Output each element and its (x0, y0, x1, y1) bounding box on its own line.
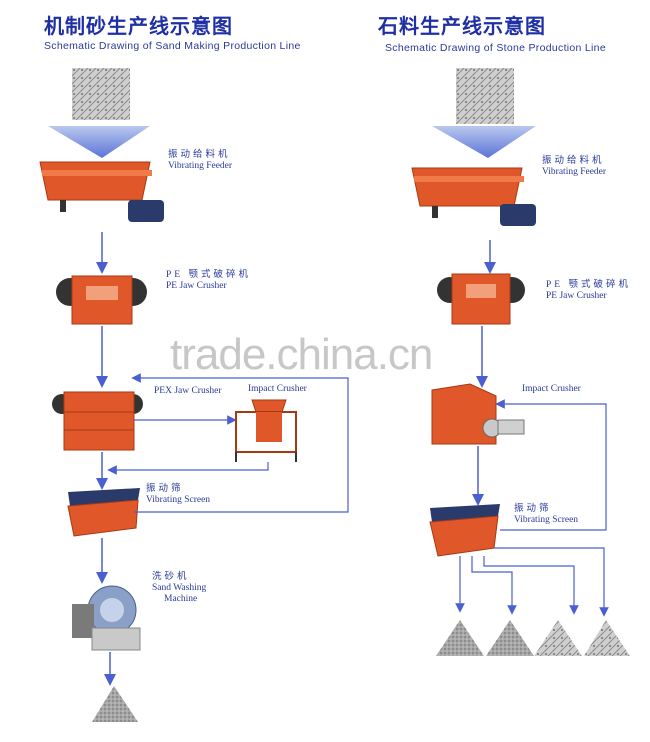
right-pe-label-en: PE Jaw Crusher (546, 291, 607, 301)
right-pe-label: PE 颚式破碎机 PE Jaw Crusher (546, 280, 631, 302)
right-arrow-recycle (495, 399, 607, 531)
watermark: trade.china.cn (170, 330, 433, 379)
right-feeder-icon (411, 167, 536, 226)
left-pe-label-cn: PE 颚式破碎机 (166, 270, 251, 280)
right-impact-label: Impact Crusher (522, 384, 581, 394)
left-impact-label: Impact Crusher (248, 384, 307, 394)
left-subtitle: Schematic Drawing of Sand Making Product… (44, 40, 301, 52)
left-pe-label-en: PE Jaw Crusher (166, 281, 227, 291)
left-pex-jaw-crusher-icon (52, 391, 143, 451)
left-screen-label-cn: 振动筛 (146, 484, 184, 494)
right-feeder-label: 振动给料机 Vibrating Feeder (542, 156, 606, 178)
right-pe-label-cn: PE 颚式破碎机 (546, 280, 631, 290)
left-rock-input (48, 68, 150, 158)
left-feeder-label-cn: 振动给料机 (168, 150, 231, 160)
left-arrow-return (107, 462, 269, 475)
right-feeder-label-cn: 振动给料机 (542, 156, 605, 166)
right-rock-input (432, 68, 536, 158)
left-screen-label-en: Vibrating Screen (146, 495, 211, 505)
right-pile-1-icon (436, 620, 484, 656)
left-washer-label: 洗砂机 Sand Washing Machine (152, 572, 206, 605)
right-vibrating-screen-icon (429, 504, 500, 557)
left-washer-label-cn: 洗砂机 (152, 572, 190, 582)
left-feeder-label: 振动给料机 Vibrating Feeder (168, 150, 232, 172)
right-pile-3-icon (534, 620, 582, 656)
left-washer-label-en2: Machine (164, 594, 198, 604)
left-impact-crusher-icon (235, 399, 297, 462)
left-feeder-icon (39, 161, 164, 222)
right-impact-crusher-icon (431, 383, 525, 445)
left-feeder-label-en: Vibrating Feeder (168, 161, 233, 171)
left-arrow-recycle (131, 373, 349, 513)
left-sand-washer-icon (72, 585, 141, 651)
left-washer-label-en1: Sand Washing (152, 583, 207, 593)
right-pile-2-icon (486, 620, 534, 656)
right-pile-4-icon (584, 620, 630, 656)
left-sand-pile-icon (92, 686, 138, 722)
right-pe-jaw-crusher-icon (437, 273, 525, 325)
left-funnel-icon (48, 126, 150, 158)
right-title: 石料生产线示意图 (378, 14, 546, 38)
right-screen-label-cn: 振动筛 (514, 504, 552, 514)
right-feeder-label-en: Vibrating Feeder (542, 167, 607, 177)
right-funnel-icon (432, 126, 536, 158)
right-screen-label: 振动筛 Vibrating Screen (514, 504, 578, 526)
left-pex-label: PEX Jaw Crusher (154, 386, 222, 396)
right-output-arrows (455, 547, 609, 617)
right-screen-label-en: Vibrating Screen (514, 515, 579, 525)
right-subtitle: Schematic Drawing of Stone Production Li… (385, 42, 606, 54)
left-pe-jaw-crusher-icon (56, 275, 147, 325)
left-title: 机制砂生产线示意图 (44, 14, 233, 38)
left-pe-label: PE 颚式破碎机 PE Jaw Crusher (166, 270, 251, 292)
left-screen-label: 振动筛 Vibrating Screen (146, 484, 210, 506)
left-vibrating-screen-icon (67, 488, 140, 537)
